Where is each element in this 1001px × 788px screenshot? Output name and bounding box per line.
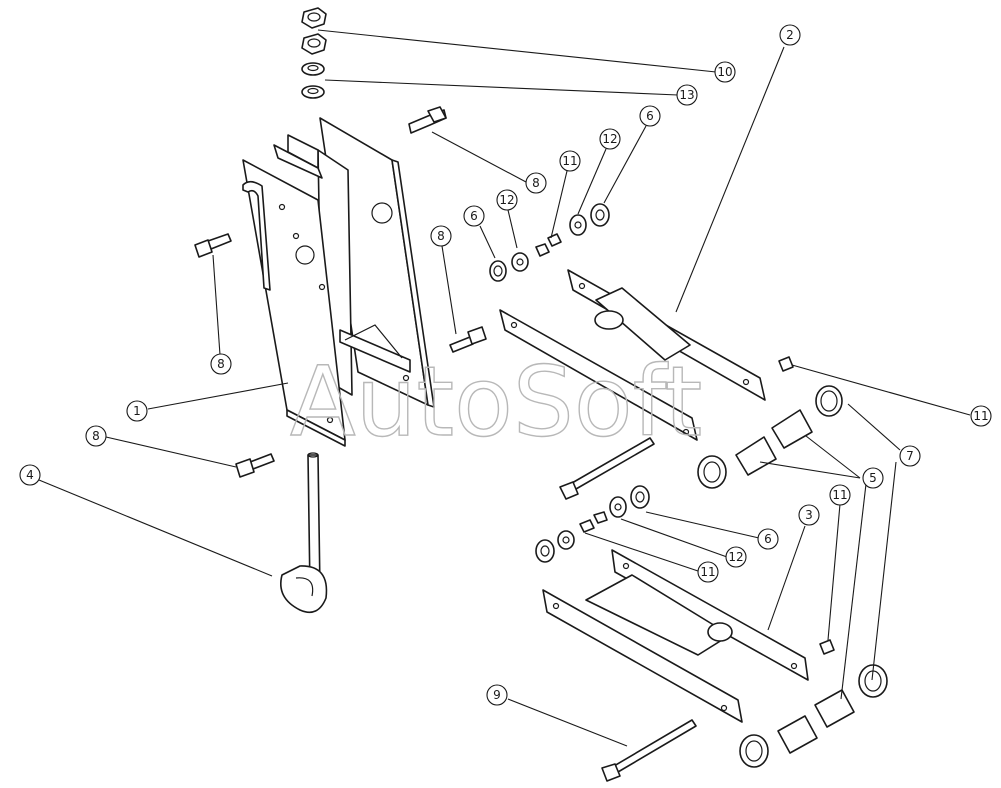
long-bolt-upper [559,437,655,500]
callout-11-right: 11 [970,405,992,427]
bolt-center [449,326,487,353]
callout-9: 9 [486,684,508,706]
svg-text:8: 8 [532,176,540,190]
svg-text:10: 10 [717,65,732,79]
svg-text:7: 7 [906,449,914,463]
svg-text:6: 6 [646,109,654,123]
callout-2: 2 [779,24,801,46]
bolt-top-center [408,106,447,134]
callout-10: 10 [714,61,736,83]
bolt-lower-left [235,453,275,478]
part-2-upper-frame [499,269,766,441]
part-4-hook-pin [280,452,328,614]
svg-text:12: 12 [728,550,743,564]
svg-text:8: 8 [437,229,445,243]
upper-fastener-row [489,203,610,282]
callout-11-upper: 11 [559,150,581,172]
callout-4: 4 [19,464,41,486]
long-bolt-lower [601,719,697,782]
svg-text:6: 6 [764,532,772,546]
bushings-lower [739,639,888,768]
lower-fastener-row [535,485,650,563]
svg-text:12: 12 [499,193,514,207]
svg-text:9: 9 [493,688,501,702]
svg-text:11: 11 [562,154,577,168]
callout-13: 13 [676,84,698,106]
callout-8-upper: 8 [525,172,547,194]
callout-11-lower-right: 11 [829,484,851,506]
callout-7: 7 [899,445,921,467]
bolt-left [194,233,232,258]
callout-6-upper-right: 6 [639,105,661,127]
callout-8-center: 8 [430,225,452,247]
bushings-upper [697,356,843,489]
svg-text:11: 11 [700,565,715,579]
nut-stack-top [301,7,327,99]
svg-text:2: 2 [786,28,794,42]
svg-text:5: 5 [869,471,877,485]
callout-8-left: 8 [210,353,232,375]
part-1-bracket [242,117,435,447]
callout-11-lower-left: 11 [697,561,719,583]
svg-text:12: 12 [602,132,617,146]
svg-text:4: 4 [26,468,34,482]
svg-text:13: 13 [679,88,694,102]
callout-6-upper-left: 6 [463,205,485,227]
svg-text:11: 11 [832,488,847,502]
callout-12-upper-right: 12 [599,128,621,150]
callout-3: 3 [798,504,820,526]
part-3-lower-frame [542,549,809,723]
svg-text:8: 8 [92,429,100,443]
callout-12-lower: 12 [725,546,747,568]
svg-text:1: 1 [133,404,141,418]
callout-12-upper-left: 12 [496,189,518,211]
svg-text:8: 8 [217,357,225,371]
svg-text:11: 11 [973,409,988,423]
callout-1: 1 [126,400,148,422]
callout-5: 5 [862,467,884,489]
svg-text:6: 6 [470,209,478,223]
watermark-text: AutoSoft [290,346,702,458]
callout-8-lower: 8 [85,425,107,447]
svg-text:3: 3 [805,508,813,522]
callout-6-lower: 6 [757,528,779,550]
leader-lines [38,29,971,747]
